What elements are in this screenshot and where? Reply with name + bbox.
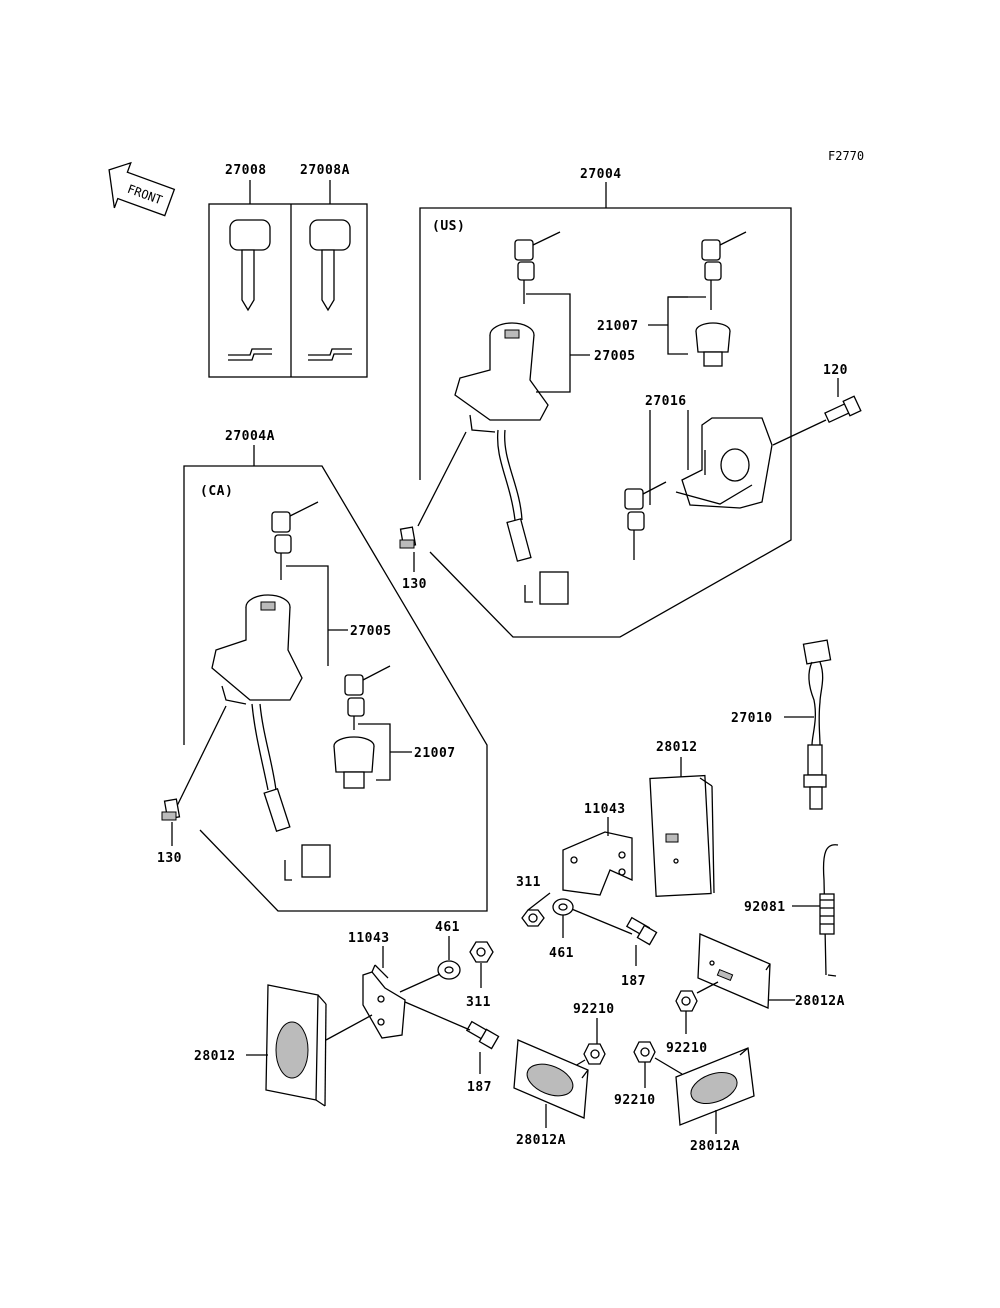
figure-code: F2770 bbox=[828, 149, 864, 163]
label-27016: 27016 bbox=[645, 394, 687, 409]
clip-92081-icon bbox=[819, 844, 839, 977]
label-461-left: 461 bbox=[435, 920, 460, 935]
label-28012a-right: 28012A bbox=[795, 994, 845, 1009]
label-27008a: 27008A bbox=[300, 163, 350, 178]
bolt-130-icon bbox=[161, 798, 181, 821]
reflector-28012a-icon bbox=[697, 933, 771, 1009]
label-187-right: 187 bbox=[621, 974, 646, 989]
label-28012a-center: 28012A bbox=[516, 1133, 566, 1148]
ignition-switch-icon bbox=[211, 594, 331, 881]
label-27005-us: 27005 bbox=[594, 349, 636, 364]
bracket-11043-icon bbox=[561, 817, 633, 935]
label-27004: 27004 bbox=[580, 167, 622, 182]
bolt-187-icon bbox=[625, 916, 658, 946]
label-27010: 27010 bbox=[731, 711, 773, 726]
reflector-28012a-icon bbox=[513, 1039, 589, 1119]
bolt-187-icon bbox=[465, 1020, 500, 1050]
label-27004a: 27004A bbox=[225, 429, 275, 444]
nut-311-icon bbox=[469, 941, 494, 963]
key-pair-icon bbox=[701, 231, 747, 310]
key-blank-icon bbox=[228, 219, 272, 361]
key-pair-icon bbox=[271, 501, 319, 580]
nut-92210-icon bbox=[583, 1043, 606, 1065]
keys-box bbox=[208, 180, 368, 378]
lock-cylinder-icon bbox=[333, 736, 375, 789]
washer-461-icon bbox=[437, 960, 461, 980]
label-21007-ca: 21007 bbox=[414, 746, 456, 761]
label-28012-top: 28012 bbox=[656, 740, 698, 755]
label-311-right: 311 bbox=[516, 875, 541, 890]
label-120: 120 bbox=[823, 363, 848, 378]
nut-92210-icon bbox=[675, 990, 698, 1012]
ca-switch-set bbox=[175, 445, 488, 912]
label-us: (US) bbox=[432, 219, 465, 234]
label-187-left: 187 bbox=[467, 1080, 492, 1095]
label-92210-lower: 92210 bbox=[614, 1093, 656, 1108]
us-switch-set bbox=[417, 182, 827, 638]
label-130-us: 130 bbox=[402, 577, 427, 592]
label-27008: 27008 bbox=[225, 163, 267, 178]
label-130-ca: 130 bbox=[157, 851, 182, 866]
seat-lock-icon bbox=[675, 417, 773, 509]
label-11043-left: 11043 bbox=[348, 931, 390, 946]
label-21007-us: 21007 bbox=[597, 319, 639, 334]
label-311-left: 311 bbox=[466, 995, 491, 1010]
reflector-28012-icon bbox=[265, 984, 327, 1107]
label-92081: 92081 bbox=[744, 900, 786, 915]
reflector-28012-icon bbox=[649, 774, 715, 898]
bracket-11043-icon bbox=[362, 946, 406, 1039]
nut-92210-icon bbox=[633, 1041, 656, 1063]
key-pair-icon bbox=[624, 481, 667, 560]
bolt-130-icon bbox=[399, 526, 417, 549]
ignition-switch-icon bbox=[454, 322, 569, 605]
lock-cylinder-icon bbox=[695, 322, 731, 367]
label-92210-right: 92210 bbox=[666, 1041, 708, 1056]
reflector-28012a-icon bbox=[675, 1047, 755, 1126]
washer-461-icon bbox=[552, 898, 574, 916]
key-pair-icon bbox=[344, 665, 391, 730]
bolt-120-icon bbox=[824, 395, 862, 424]
key-pair-icon bbox=[514, 231, 561, 304]
label-11043-right: 11043 bbox=[584, 802, 626, 817]
front-arrow-icon: FRONT bbox=[108, 161, 176, 217]
label-28012-left: 28012 bbox=[194, 1049, 236, 1064]
label-461-right: 461 bbox=[549, 946, 574, 961]
nut-311-icon bbox=[521, 909, 545, 927]
key-blank-icon bbox=[308, 219, 352, 361]
label-27005-ca: 27005 bbox=[350, 624, 392, 639]
label-92210-center: 92210 bbox=[573, 1002, 615, 1017]
label-28012a-lower: 28012A bbox=[690, 1139, 740, 1154]
switch-27010-icon bbox=[802, 639, 832, 810]
label-ca: (CA) bbox=[200, 484, 233, 499]
